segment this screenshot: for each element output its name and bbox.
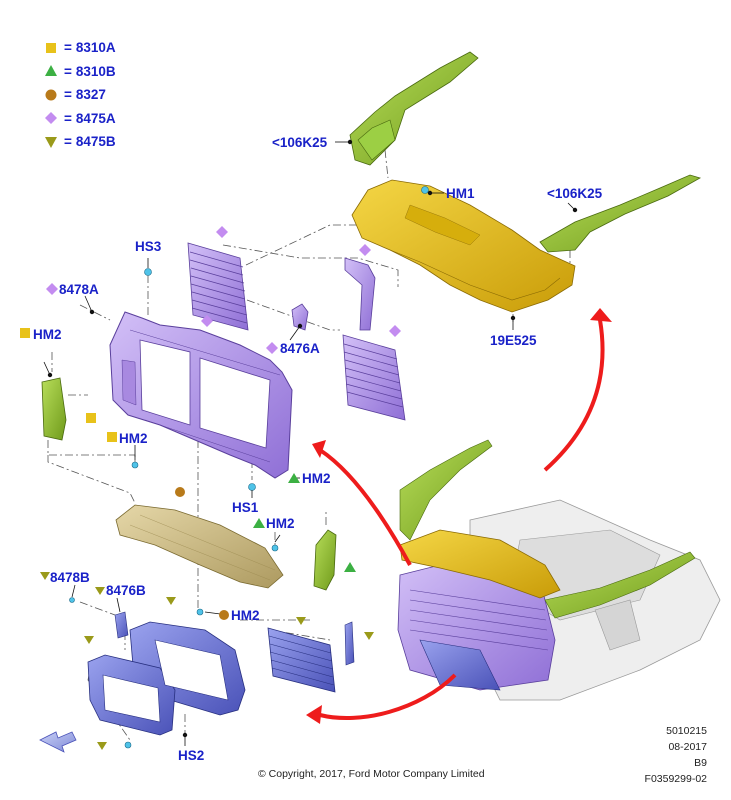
upper-right-shutter (342, 334, 406, 421)
callout-8478a: 8478A (59, 282, 99, 297)
callout-hm2-lower: HM2 (231, 608, 260, 623)
triangle-up-icon (344, 562, 356, 572)
figure-revision: B9 (694, 757, 707, 769)
legend: = 8310A = 8310B = 8327 = 8475A = 8475B (44, 36, 116, 154)
triangle-down-icon (296, 617, 306, 625)
triangle-down-icon (364, 632, 374, 640)
legend-label: 8310A (75, 40, 116, 56)
circle-icon (45, 89, 57, 101)
lower-shield-8327 (115, 504, 284, 589)
legend-equals: = (64, 40, 72, 56)
figure-date: 08-2017 (668, 741, 707, 753)
callout-hs3: HS3 (135, 239, 162, 254)
triangle-down-icon (166, 597, 176, 605)
diamond-icon (45, 112, 57, 125)
arrow-to-upper (543, 319, 605, 472)
clip-8476b (114, 611, 129, 639)
triangle-up-icon (253, 518, 265, 528)
callout-hm2-left: HM2 (33, 327, 62, 342)
triangle-up-icon (288, 473, 300, 483)
arrow-heads (306, 308, 612, 724)
direction-arrows (318, 319, 605, 720)
radiator-support (109, 311, 293, 479)
upper-left-shutter (187, 242, 249, 331)
callout-hs2: HS2 (178, 748, 205, 763)
legend-label: 8475A (75, 110, 116, 126)
square-icon (107, 432, 117, 442)
diamond-icon (216, 226, 228, 238)
callout-8476a: 8476A (280, 341, 320, 356)
front-direction-arrow (39, 731, 77, 753)
legend-equals: = (64, 87, 72, 103)
circle-icon (175, 487, 185, 497)
left-side-deflector (41, 377, 67, 441)
diamond-icon (46, 283, 58, 295)
legend-item-8310a: = 8310A (44, 36, 116, 60)
legend-item-8310b: = 8310B (44, 60, 116, 84)
triangle-down-icon (40, 572, 50, 580)
callout-106k25-right: <106K25 (547, 186, 603, 201)
triangle-up-icon (45, 65, 57, 77)
right-side-deflector (313, 529, 337, 591)
triangle-down-icon (95, 587, 105, 595)
right-air-deflector (539, 174, 702, 253)
lower-shutter-bracket (344, 621, 355, 666)
callout-19e525: 19E525 (490, 333, 537, 348)
triangle-down-icon (45, 136, 57, 148)
figure-id: F0359299-02 (644, 773, 707, 785)
square-icon (86, 413, 96, 423)
fasteners (69, 186, 429, 749)
callout-hm1: HM1 (446, 186, 475, 201)
callout-8478b: 8478B (50, 570, 90, 585)
lower-shutter-frame (87, 621, 246, 736)
diamond-icon (201, 315, 213, 327)
callout-106k25-upper: <106K25 (272, 135, 328, 150)
square-icon (46, 42, 56, 53)
legend-item-8327: = 8327 (44, 83, 116, 107)
leader-lines (43, 139, 578, 746)
triangle-down-icon (84, 636, 94, 644)
upper-right-bracket (344, 257, 376, 331)
legend-label: 8475B (75, 134, 116, 150)
legend-equals: = (64, 110, 72, 126)
figure-code: 5010215 (666, 725, 707, 737)
callout-hm2-mid: HM2 (119, 431, 148, 446)
legend-equals: = (64, 134, 72, 150)
callout-hs1: HS1 (232, 500, 259, 515)
clip-8476a (291, 303, 309, 331)
callout-hm2-right-upper: HM2 (302, 471, 331, 486)
legend-equals: = (64, 63, 72, 79)
square-icon (20, 328, 30, 338)
assembled-view (397, 439, 721, 701)
diamond-icon (359, 244, 371, 256)
copyright-notice: © Copyright, 2017, Ford Motor Company Li… (258, 768, 485, 780)
figure-info: 5010215 08-2017 B9 F0359299-02 (645, 723, 707, 787)
diamond-icon (266, 342, 278, 354)
arrow-to-middle (318, 448, 412, 566)
diamond-icon (389, 325, 401, 337)
arrow-to-lower (319, 673, 457, 720)
legend-item-8475b: = 8475B (44, 130, 116, 154)
triangle-down-icon (97, 742, 107, 750)
deflector-19e525 (351, 179, 576, 313)
upper-left-air-deflector (349, 51, 479, 166)
lower-shutter (267, 627, 336, 693)
legend-item-8475a: = 8475A (44, 107, 116, 131)
callout-hm2-right-lower: HM2 (266, 516, 295, 531)
callout-symbols (20, 226, 401, 750)
callout-8476b: 8476B (106, 583, 146, 598)
legend-label: 8327 (75, 87, 106, 103)
legend-label: 8310B (75, 63, 116, 79)
circle-icon (219, 610, 229, 620)
